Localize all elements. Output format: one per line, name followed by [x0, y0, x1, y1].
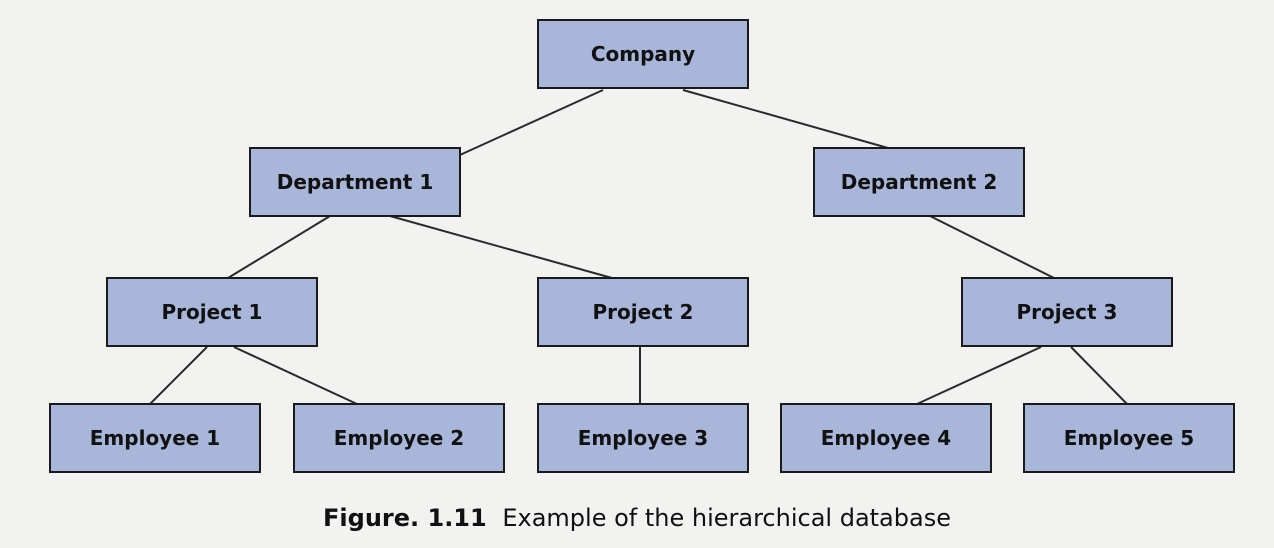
node-label-project2: Project 2: [593, 300, 694, 324]
node-label-employee3: Employee 3: [578, 426, 708, 450]
node-label-employee4: Employee 4: [821, 426, 951, 450]
node-label-employee2: Employee 2: [334, 426, 464, 450]
node-label-department1: Department 1: [277, 170, 433, 194]
edge-department1-project2: [389, 215, 613, 279]
node-box-employee5: [1023, 403, 1235, 473]
node-box-project3: [961, 277, 1173, 347]
node-box-project1: [106, 277, 318, 347]
node-box-employee1: [49, 403, 261, 473]
caption-number: Figure. 1.11: [323, 504, 487, 532]
edge-project1-employee2: [233, 346, 358, 405]
node-department1: Department 1: [249, 147, 461, 217]
edge-department1-project1: [227, 215, 331, 279]
node-employee4: Employee 4: [780, 403, 992, 473]
edge-department2-project3: [929, 215, 1055, 279]
node-project3: Project 3: [961, 277, 1173, 347]
edge-project1-employee1: [149, 346, 208, 405]
node-label-employee5: Employee 5: [1064, 426, 1194, 450]
node-box-department2: [813, 147, 1025, 217]
node-project2: Project 2: [537, 277, 749, 347]
node-label-company: Company: [591, 42, 695, 66]
node-label-project3: Project 3: [1017, 300, 1118, 324]
edge-project3-employee4: [916, 346, 1042, 405]
node-employee3: Employee 3: [537, 403, 749, 473]
node-employee1: Employee 1: [49, 403, 261, 473]
node-label-department2: Department 2: [841, 170, 997, 194]
edge-company-department2: [682, 89, 889, 149]
node-employee2: Employee 2: [293, 403, 505, 473]
node-box-company: [537, 19, 749, 89]
node-label-project1: Project 1: [162, 300, 263, 324]
node-department2: Department 2: [813, 147, 1025, 217]
figure-caption: Figure. 1.11 Example of the hierarchical…: [0, 504, 1274, 532]
node-company: Company: [537, 19, 749, 89]
node-project1: Project 1: [106, 277, 318, 347]
caption-text: Example of the hierarchical database: [502, 504, 951, 532]
node-box-employee3: [537, 403, 749, 473]
node-label-employee1: Employee 1: [90, 426, 220, 450]
edges-group: [149, 89, 1128, 405]
node-box-employee4: [780, 403, 992, 473]
edge-project3-employee5: [1070, 346, 1128, 405]
node-employee5: Employee 5: [1023, 403, 1235, 473]
node-box-employee2: [293, 403, 505, 473]
node-box-department1: [249, 147, 461, 217]
node-box-project2: [537, 277, 749, 347]
